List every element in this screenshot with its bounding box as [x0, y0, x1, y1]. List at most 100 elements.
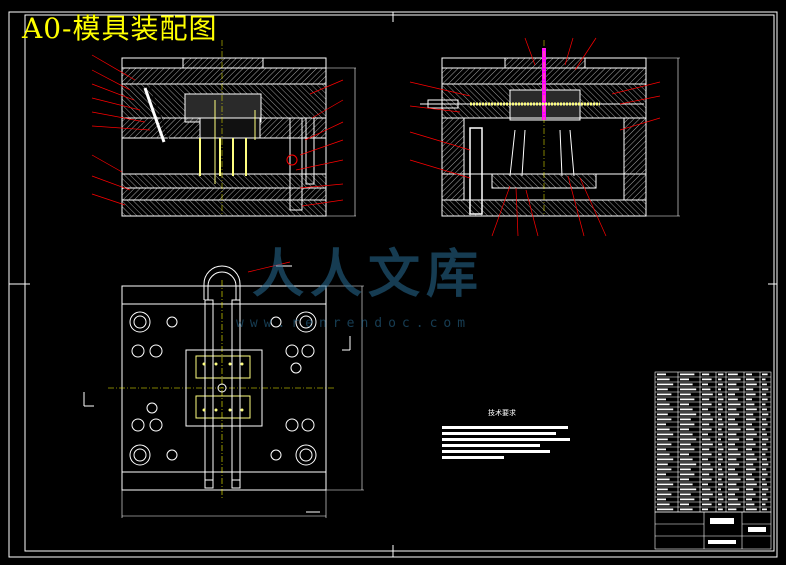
- bom-cell-text: [702, 463, 711, 466]
- bom-cell-text: [762, 418, 767, 421]
- bom-cell-text: [762, 383, 767, 386]
- bom-cell-text: [762, 403, 766, 406]
- bom-cell-text: [718, 423, 724, 426]
- inner-frame: [24, 14, 775, 552]
- bom-cell-text: [728, 473, 738, 476]
- bom-cell-text: [680, 443, 691, 446]
- bom-cell-text: [762, 468, 767, 471]
- bom-cell-text: [728, 493, 735, 496]
- bom-cell-text: [762, 398, 768, 401]
- bom-cell-text: [680, 393, 691, 396]
- bom-cell-text: [657, 373, 666, 376]
- bom-cell-text: [657, 508, 674, 511]
- bom-cell-text: [718, 488, 721, 491]
- title-block: [654, 511, 772, 550]
- bom-cell-text: [702, 388, 711, 391]
- bom-cell-text: [680, 398, 695, 401]
- bom-cell-text: [680, 423, 695, 426]
- bom-cell-text: [728, 508, 737, 511]
- bom-cell-text: [680, 488, 697, 491]
- bom-cell-text: [702, 498, 710, 501]
- bom-cell-text: [728, 453, 741, 456]
- bom-cell-text: [680, 503, 689, 506]
- bom-cell-text: [746, 433, 757, 436]
- bom-cell-text: [718, 408, 723, 411]
- bom-cell-text: [657, 378, 670, 381]
- bom-cell-text: [702, 453, 712, 456]
- bom-cell-text: [702, 438, 711, 441]
- bom-cell-text: [728, 413, 740, 416]
- bom-cell-text: [762, 493, 767, 496]
- bom-cell-text: [702, 383, 708, 386]
- bom-cell-text: [746, 508, 757, 511]
- bom-cell-text: [746, 498, 752, 501]
- bom-cell-text: [657, 463, 668, 466]
- bom-cell-text: [728, 458, 737, 461]
- bom-cell-text: [762, 463, 769, 466]
- bom-cell-text: [718, 403, 722, 406]
- bom-cell-text: [657, 393, 672, 396]
- bom-cell-text: [718, 413, 721, 416]
- bom-cell-text: [746, 383, 757, 386]
- bom-cell-text: [680, 418, 691, 421]
- bom-cell-text: [728, 498, 738, 501]
- bom-cell-text: [762, 453, 766, 456]
- bom-cell-text: [746, 438, 754, 441]
- bom-cell-text: [728, 428, 741, 431]
- bom-cell-text: [762, 393, 767, 396]
- bom-cell-text: [702, 393, 713, 396]
- bom-cell-text: [680, 373, 695, 376]
- bom-cell-text: [762, 428, 766, 431]
- bom-cell-text: [728, 373, 738, 376]
- bom-cell-text: [657, 423, 666, 426]
- bom-cell-text: [657, 453, 670, 456]
- bom-cell-text: [728, 478, 741, 481]
- bom-cell-text: [657, 398, 666, 401]
- bom-cell-text: [762, 448, 768, 451]
- bom-cell-text: [702, 468, 713, 471]
- bom-cell-text: [762, 433, 767, 436]
- bom-cell-text: [762, 488, 769, 491]
- bom-cell-text: [762, 498, 768, 501]
- bom-cell-text: [762, 438, 769, 441]
- bom-cell-text: [680, 403, 689, 406]
- bom-cell-text: [746, 408, 757, 411]
- bom-cell-text: [657, 483, 674, 486]
- bom-cell-text: [728, 443, 735, 446]
- bom-cell-text: [762, 378, 766, 381]
- bom-cell-text: [728, 483, 737, 486]
- bom-cell-text: [746, 398, 752, 401]
- bom-cell-text: [680, 463, 697, 466]
- bom-cell-text: [728, 393, 735, 396]
- bom-cell-text: [657, 443, 672, 446]
- bom-cell-text: [680, 508, 693, 511]
- bom-cell-text: [718, 463, 721, 466]
- bom-cell-text: [746, 473, 752, 476]
- bom-cell-text: [702, 478, 712, 481]
- bom-cell-text: [746, 378, 755, 381]
- bom-cell-text: [746, 448, 752, 451]
- bom-cell-text: [680, 473, 695, 476]
- bom-cell-text: [702, 373, 710, 376]
- bom-cell-text: [680, 388, 697, 391]
- bom-cell-text: [702, 423, 710, 426]
- bom-cell-text: [680, 383, 693, 386]
- bom-cell-text: [680, 493, 691, 496]
- bom-cell-text: [746, 403, 755, 406]
- bom-cell-text: [746, 463, 754, 466]
- bom-cell-text: [762, 483, 767, 486]
- bom-cell-text: [762, 478, 766, 481]
- bom-cell-text: [657, 418, 672, 421]
- bom-cell-text: [718, 438, 721, 441]
- bom-cell-text: [762, 443, 767, 446]
- bom-cell-text: [728, 463, 740, 466]
- bom-cell-text: [718, 393, 723, 396]
- bom-cell-text: [702, 503, 712, 506]
- bom-cell-text: [702, 408, 708, 411]
- bom-cell-text: [657, 383, 674, 386]
- bom-cell-text: [762, 388, 769, 391]
- bom-cell-text: [728, 488, 740, 491]
- bom-cell-text: [728, 408, 737, 411]
